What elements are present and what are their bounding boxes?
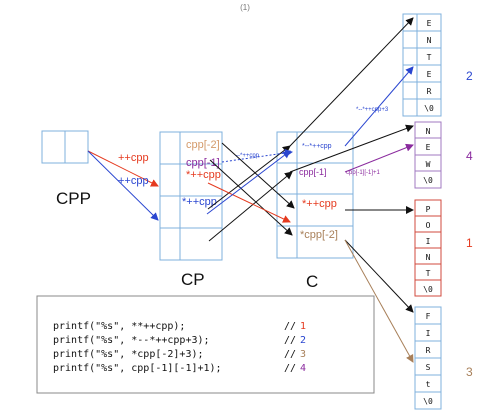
code-line-1: printf("%s", **++cpp); bbox=[53, 321, 185, 332]
char-cell: E bbox=[427, 70, 432, 79]
code-num-1: 1 bbox=[300, 321, 306, 332]
arrow-cp-to-c-4 bbox=[208, 171, 293, 242]
cp-label: CP bbox=[181, 270, 205, 289]
char-cell: N bbox=[426, 127, 431, 136]
c-cell-star-cpp-m2: *cpp[-2] bbox=[300, 229, 338, 241]
arrow-c-to-enter-blue bbox=[344, 66, 414, 147]
c-cell-star-preinc-cpp: *++cpp bbox=[302, 198, 337, 210]
top-marker: (1) bbox=[240, 3, 250, 12]
order-number-1: 1 bbox=[466, 236, 473, 250]
code-comment-1: // bbox=[284, 321, 296, 332]
char-cell: T bbox=[427, 53, 432, 62]
c-label: C bbox=[306, 272, 318, 291]
order-number-4: 4 bbox=[466, 149, 473, 163]
char-cell: E bbox=[426, 143, 431, 152]
char-cell: t bbox=[426, 380, 431, 389]
code-line-3: printf("%s", *cpp[-2]+3); bbox=[53, 349, 204, 360]
code-num-2: 2 bbox=[300, 335, 306, 346]
char-cell: F bbox=[426, 312, 431, 321]
arrow-cp-to-c-blue bbox=[206, 150, 291, 215]
code-block bbox=[36, 295, 375, 394]
order-number-3: 3 bbox=[466, 365, 473, 379]
char-cell: R bbox=[427, 87, 432, 96]
c-cell-cpp-m1: cpp[-1] bbox=[299, 167, 327, 177]
char-cell: P bbox=[426, 205, 431, 214]
string-new: N E W \0 bbox=[414, 121, 442, 189]
char-cell: T bbox=[426, 269, 431, 278]
char-cell: I bbox=[426, 329, 431, 338]
label-star-dec-preinc-plus3: *--*++cpp+3 bbox=[356, 107, 389, 113]
code-lines: printf("%s", **++cpp); printf("%s", *--*… bbox=[53, 321, 306, 374]
code-comment-4: // bbox=[284, 363, 296, 374]
string-first: F I R S t \0 bbox=[414, 306, 442, 410]
cp-cell-star-preinc-cpp-1: *++cpp bbox=[186, 169, 221, 181]
char-cell: N bbox=[426, 253, 431, 262]
arrow-cp-to-c-3 bbox=[207, 145, 291, 210]
char-cell: \0 bbox=[424, 104, 434, 113]
char-cell: N bbox=[427, 36, 432, 45]
string-point: P O I N T \0 bbox=[414, 199, 442, 297]
string-enter: E N T E R \0 bbox=[402, 13, 442, 117]
label-dec-star-preinc: --*++cpp bbox=[236, 153, 260, 159]
arrow-cpp-to-cp-red bbox=[87, 150, 159, 187]
char-cell: E bbox=[427, 19, 432, 28]
cp-array bbox=[159, 131, 223, 261]
arrow-c-to-enter bbox=[289, 17, 414, 147]
char-cell: S bbox=[426, 363, 431, 372]
code-num-3: 3 bbox=[300, 349, 306, 360]
arrow-cpp-to-cp-blue bbox=[87, 150, 159, 221]
cp-cell-cpp-minus-2: cpp[-2] bbox=[186, 139, 220, 151]
arrow-cp-to-c-2 bbox=[209, 159, 293, 236]
label-preinc-cpp-blue: ++cpp bbox=[118, 175, 149, 187]
arrow-c-to-new bbox=[289, 124, 414, 173]
char-cell: I bbox=[426, 237, 431, 246]
cp-cell-star-preinc-cpp-2: *++cpp bbox=[182, 196, 217, 208]
code-num-4: 4 bbox=[300, 363, 306, 374]
arrow-cp-to-c-red bbox=[207, 182, 291, 223]
arrow-c-to-first bbox=[344, 239, 414, 313]
label-preinc-cpp-red: ++cpp bbox=[118, 152, 149, 164]
arrow-c-to-new-purple bbox=[344, 143, 414, 173]
cpp-box bbox=[41, 130, 89, 164]
cpp-label: CPP bbox=[56, 189, 91, 208]
char-cell: \0 bbox=[423, 176, 433, 185]
arrow-c-to-first-brown bbox=[344, 239, 414, 363]
label-cpp-m1-m1-plus1: cpp[-1][-1]+1 bbox=[346, 170, 381, 176]
code-line-2: printf("%s", *--*++cpp+3); bbox=[53, 335, 210, 346]
char-cell: O bbox=[426, 221, 431, 230]
order-number-2: 2 bbox=[466, 69, 473, 83]
code-comment-3: // bbox=[284, 349, 296, 360]
char-cell: R bbox=[426, 346, 431, 355]
code-line-4: printf("%s", cpp[-1][-1]+1); bbox=[53, 363, 222, 374]
cp-cell-cpp-minus-1: cpp[-1] bbox=[186, 157, 220, 169]
c-cell-dec-preinc: *--*++cpp bbox=[302, 143, 332, 150]
char-cell: W bbox=[426, 160, 431, 169]
char-cell: \0 bbox=[423, 285, 433, 294]
char-cell: \0 bbox=[423, 397, 433, 406]
code-comment-2: // bbox=[284, 335, 296, 346]
